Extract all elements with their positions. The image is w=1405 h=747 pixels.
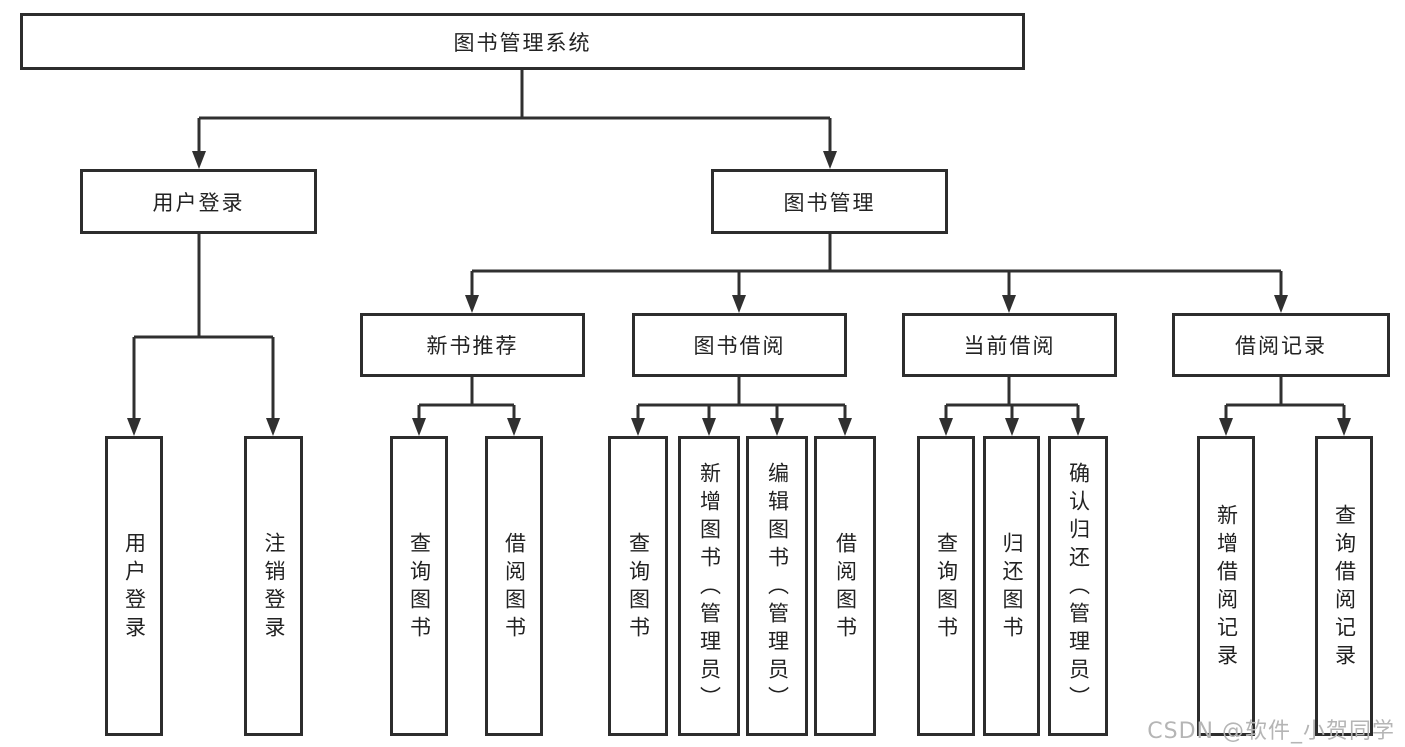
- leaf-user-login: 用户登录: [105, 436, 163, 736]
- leaf-query-books-recommend: 查询图书: [390, 436, 448, 736]
- leaf-add-books-admin: 新增图书（管理员）: [678, 436, 740, 736]
- leaf-query-books-current: 查询图书: [917, 436, 975, 736]
- node-current-borrowing: 当前借阅: [902, 313, 1117, 377]
- leaf-logout: 注销登录: [244, 436, 303, 736]
- csdn-watermark: CSDN @软件_小贺同学: [1147, 719, 1395, 744]
- leaf-borrow-books-recommend: 借阅图书: [485, 436, 543, 736]
- node-new-book-recommendation: 新书推荐: [360, 313, 585, 377]
- leaf-add-borrow-record: 新增借阅记录: [1197, 436, 1255, 736]
- leaf-confirm-return-admin: 确认归还（管理员）: [1048, 436, 1108, 736]
- node-book-management: 图书管理: [711, 169, 948, 234]
- node-user-login: 用户登录: [80, 169, 317, 234]
- leaf-edit-books-admin: 编辑图书（管理员）: [746, 436, 808, 736]
- connector-lines: [132, 70, 1346, 421]
- leaf-query-books-borrowing: 查询图书: [608, 436, 668, 736]
- root-node-book-management-system: 图书管理系统: [20, 13, 1025, 70]
- leaf-return-books: 归还图书: [983, 436, 1040, 736]
- node-book-borrowing: 图书借阅: [632, 313, 847, 377]
- leaf-borrow-books: 借阅图书: [814, 436, 876, 736]
- node-borrowing-records: 借阅记录: [1172, 313, 1390, 377]
- leaf-query-borrow-record: 查询借阅记录: [1315, 436, 1373, 736]
